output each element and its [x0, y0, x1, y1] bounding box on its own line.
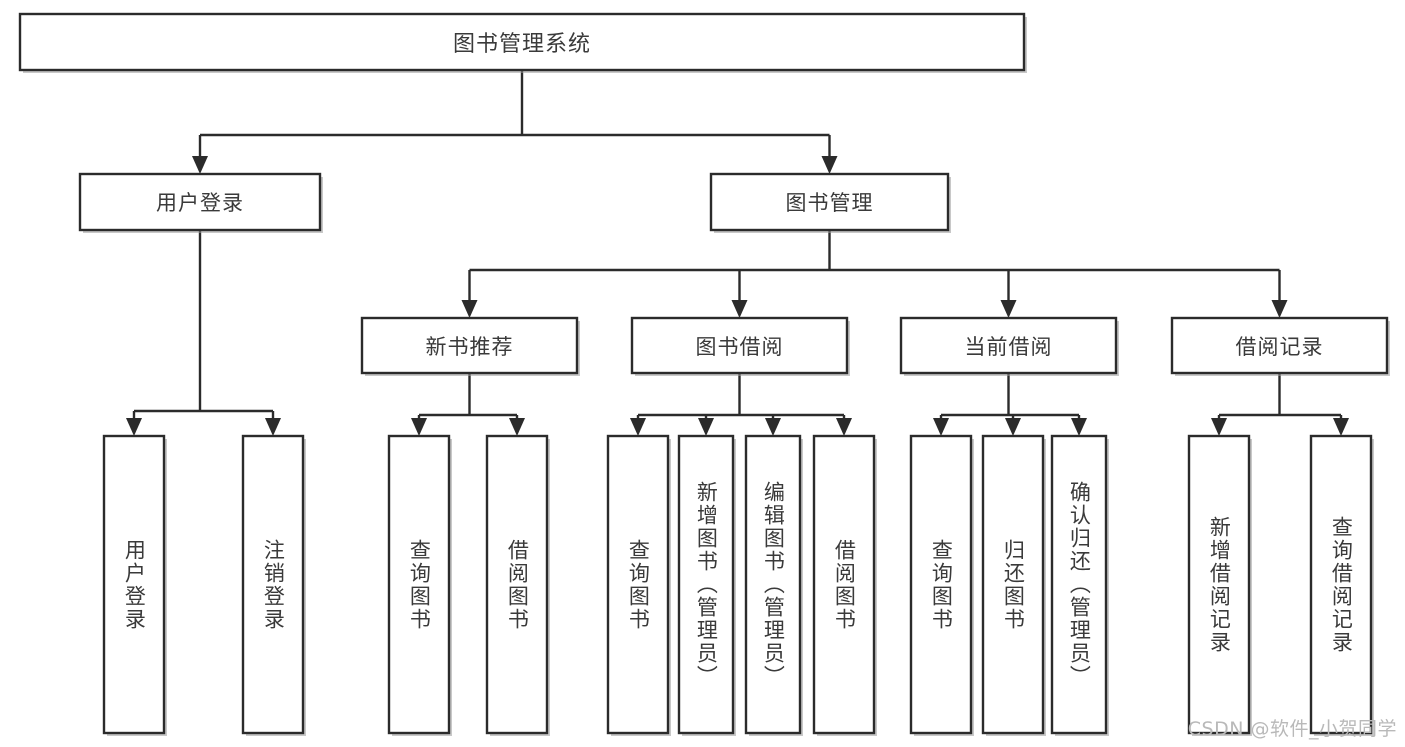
- current-borrow-to-current-return-book-arrowhead: [1005, 418, 1021, 436]
- book-borrow-to-borrow-edit-book-arrowhead: [765, 418, 781, 436]
- node-box-root[interactable]: [18, 12, 1026, 72]
- node-box-borrow-borrow-book[interactable]: [812, 434, 876, 735]
- node-box-borrow-add-book[interactable]: [677, 434, 735, 735]
- node-box-layer: [18, 12, 1390, 736]
- user-login-to-user-logout-action-arrowhead: [265, 418, 281, 436]
- book-management-to-book-borrow-arrowhead: [731, 300, 748, 318]
- book-management-to-current-borrow-arrowhead: [1000, 300, 1017, 318]
- node-box-book-management[interactable]: [709, 172, 950, 232]
- node-box-borrow-records[interactable]: [1170, 316, 1389, 375]
- book-borrow-to-borrow-add-book-arrowhead: [698, 418, 714, 436]
- node-box-new-book-recommend[interactable]: [360, 316, 579, 375]
- node-box-user-login[interactable]: [78, 172, 322, 232]
- watermark-text: CSDN @软件_小贺同学: [1187, 718, 1397, 740]
- book-borrow-to-borrow-borrow-book-arrowhead: [836, 418, 852, 436]
- user-login-to-user-login-action-arrowhead: [126, 418, 142, 436]
- current-borrow-to-current-confirm-return-arrowhead: [1071, 418, 1087, 436]
- borrow-records-to-records-query-arrowhead: [1333, 418, 1349, 436]
- node-box-user-logout-action[interactable]: [241, 434, 305, 735]
- new-book-recommend-to-recommend-borrow-book-arrowhead: [509, 418, 525, 436]
- node-box-records-add[interactable]: [1187, 434, 1251, 735]
- connector-layer: [126, 70, 1349, 436]
- current-borrow-to-current-query-book-arrowhead: [933, 418, 949, 436]
- node-box-current-return-book[interactable]: [981, 434, 1045, 735]
- book-borrow-to-borrow-query-book-arrowhead: [630, 418, 646, 436]
- root-to-book-management-arrowhead: [821, 156, 838, 174]
- node-box-user-login-action[interactable]: [102, 434, 166, 735]
- book-management-to-new-book-recommend-arrowhead: [461, 300, 478, 318]
- node-box-records-query[interactable]: [1309, 434, 1373, 735]
- node-box-current-confirm-return[interactable]: [1050, 434, 1108, 735]
- node-box-current-borrow[interactable]: [899, 316, 1118, 375]
- book-management-to-borrow-records-arrowhead: [1271, 300, 1288, 318]
- borrow-records-to-records-add-arrowhead: [1211, 418, 1227, 436]
- node-box-borrow-edit-book[interactable]: [744, 434, 802, 735]
- node-box-book-borrow[interactable]: [630, 316, 849, 375]
- node-box-borrow-query-book[interactable]: [606, 434, 670, 735]
- root-to-user-login-arrowhead: [192, 156, 208, 174]
- node-box-recommend-query-book[interactable]: [387, 434, 451, 735]
- node-box-current-query-book[interactable]: [909, 434, 973, 735]
- new-book-recommend-to-recommend-query-book-arrowhead: [411, 418, 427, 436]
- node-box-recommend-borrow-book[interactable]: [485, 434, 549, 735]
